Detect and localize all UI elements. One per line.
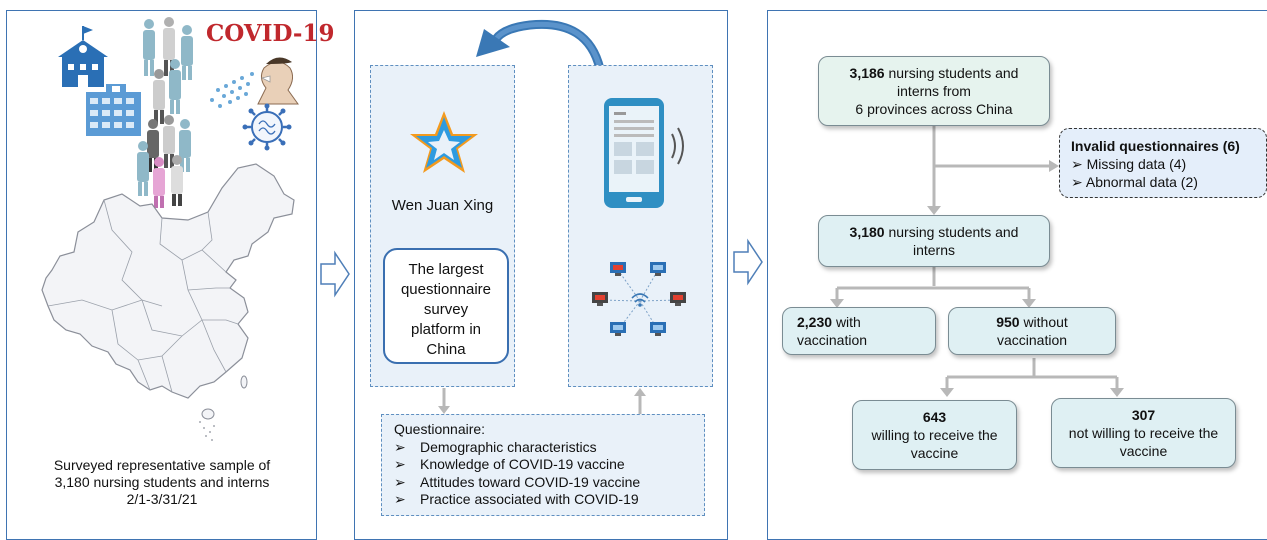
initial-count: 3,186 — [849, 65, 885, 81]
flowchart-connectors — [830, 126, 1124, 397]
willing-text2: vaccine — [910, 445, 959, 461]
initial-text1: nursing students and — [888, 65, 1019, 81]
platform-name: Wen Juan Xing — [391, 197, 494, 214]
china-map-icon — [41, 163, 295, 441]
invalid-item-abnormal: ➢ Abnormal data (2) — [1071, 174, 1198, 190]
vaccinated-text2: vaccination — [797, 332, 868, 348]
valid-text1: nursing students and — [888, 224, 1019, 240]
not-willing-count: 307 — [1131, 407, 1156, 423]
questionnaire-title: Questionnaire: — [394, 421, 486, 437]
middle-connector-arrows — [438, 388, 646, 414]
questionnaire-item: ➢Attitudes toward COVID-19 vaccine — [394, 473, 641, 490]
questionnaire-box: Questionnaire: ➢Demographic characterist… — [381, 414, 705, 516]
initial-text2: interns from — [897, 83, 971, 99]
platform-desc-line3: survey — [423, 301, 469, 318]
node-invalid-questionnaires: Invalid questionnaires (6) ➢ Missing dat… — [1059, 128, 1267, 198]
platform-desc-line1: The largest — [408, 261, 484, 278]
questionnaire-item: ➢Demographic characteristics — [394, 438, 597, 455]
invalid-item-missing: ➢ Missing data (4) — [1071, 156, 1187, 172]
virus-icon — [242, 103, 292, 151]
platform-desc-line2: questionnaire — [400, 281, 492, 298]
sneezing-person-icon — [210, 57, 299, 108]
invalid-title: Invalid questionnaires (6) — [1071, 138, 1240, 154]
platform-desc-line4: platform in — [410, 321, 482, 338]
unvaccinated-count: 950 — [996, 314, 1020, 330]
node-willing: 643 willing to receive the vaccine — [852, 400, 1017, 470]
not-willing-text1: not willing to receive the — [1068, 425, 1219, 441]
willing-count: 643 — [922, 409, 947, 425]
platform-desc-line5: China — [426, 341, 466, 358]
curved-arrow-icon — [476, 19, 605, 71]
hollow-arrow-right-1 — [320, 250, 350, 298]
valid-text2: interns — [912, 242, 956, 258]
not-willing-text2: vaccine — [1119, 443, 1168, 459]
questionnaire-item: ➢Practice associated with COVID-19 — [394, 491, 639, 507]
hospital-icon — [58, 26, 141, 136]
network-icon — [592, 262, 686, 336]
doctors-icon — [137, 17, 193, 208]
node-unvaccinated: 950 without vaccination — [948, 307, 1116, 355]
node-initial-sample: 3,186 nursing students and interns from … — [818, 56, 1050, 126]
star-logo-icon — [410, 111, 478, 173]
platform-desc-box: The largest questionnaire survey platfor… — [383, 248, 509, 364]
vaccinated-text1: with — [835, 314, 861, 330]
node-vaccinated: 2,230 with vaccination — [782, 307, 936, 355]
left-caption-line2: 3,180 nursing students and interns — [54, 474, 270, 490]
initial-text3: 6 provinces across China — [855, 101, 1013, 117]
hollow-arrow-right-2 — [733, 238, 763, 286]
smartphone-icon — [604, 98, 684, 208]
left-caption-line1: Surveyed representative sample of — [53, 457, 271, 473]
unvaccinated-text1: without — [1023, 314, 1068, 330]
node-valid-sample: 3,180 nursing students and interns — [818, 215, 1050, 267]
valid-count: 3,180 — [849, 224, 885, 240]
questionnaire-item: ➢Knowledge of COVID-19 vaccine — [394, 456, 625, 472]
willing-text1: willing to receive the — [871, 427, 998, 443]
unvaccinated-text2: vaccination — [996, 332, 1068, 348]
vaccinated-count: 2,230 — [797, 314, 833, 330]
left-caption-line3: 2/1-3/31/21 — [126, 491, 198, 507]
node-not-willing: 307 not willing to receive the vaccine — [1051, 398, 1236, 468]
covid-label: COVID-19 — [206, 20, 335, 47]
